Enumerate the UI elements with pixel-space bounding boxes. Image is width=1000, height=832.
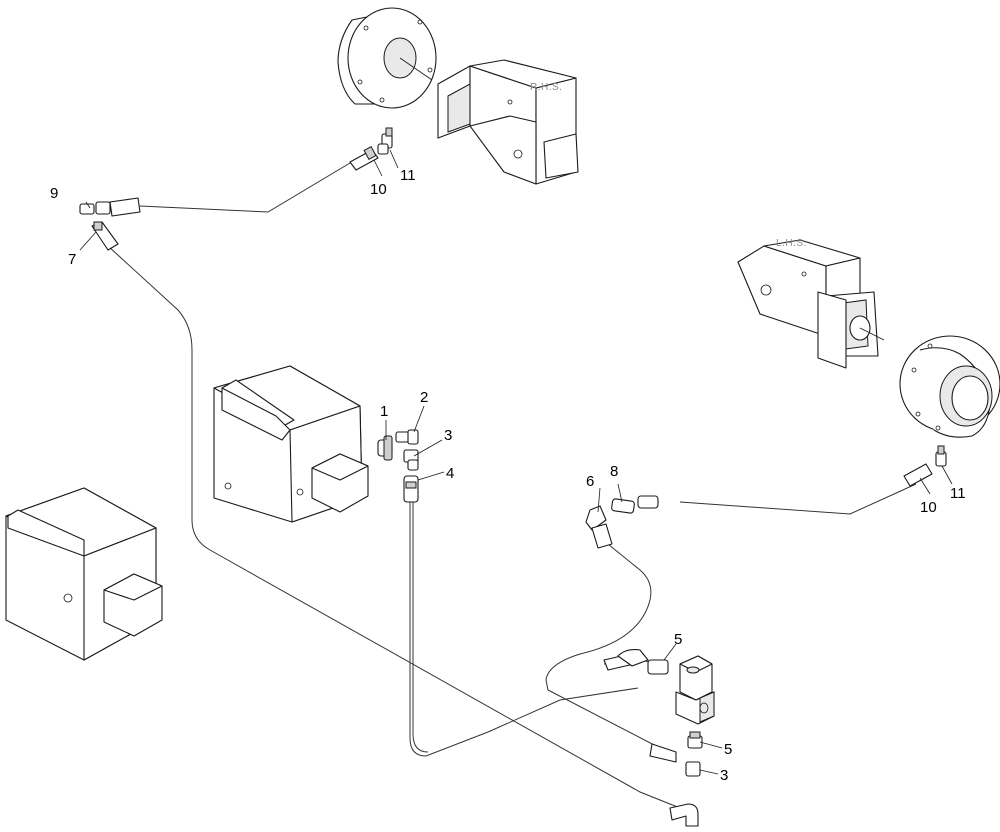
fitting-6 xyxy=(585,505,613,549)
callout-10-rhs: 10 xyxy=(370,181,387,198)
fitting-9 xyxy=(79,197,141,217)
center-valve-block xyxy=(213,365,369,523)
rhs-motor-body xyxy=(437,59,579,185)
fittings xyxy=(79,127,947,827)
fitting-8 xyxy=(611,495,659,514)
callout-11-lhs: 11 xyxy=(950,485,966,502)
callout-5-upper: 5 xyxy=(674,631,682,648)
fitting-elbow-bottom xyxy=(669,803,699,827)
hose-right-loop xyxy=(545,535,661,749)
hose-rhs-upper xyxy=(139,159,356,213)
fitting-1 xyxy=(377,435,393,461)
callout-numbers: 1 2 3 4 5 5 3 6 8 9 7 10 11 10 11 xyxy=(50,167,966,784)
rhs-hub-disc xyxy=(337,7,437,109)
callout-8: 8 xyxy=(610,463,618,480)
hose-center-drop xyxy=(409,502,639,757)
callout-2: 2 xyxy=(420,389,428,406)
fitting-3-lower xyxy=(649,743,701,777)
fitting-5-lower xyxy=(687,731,703,749)
lhs-hub-disc xyxy=(899,335,1000,438)
callout-5-lower: 5 xyxy=(724,741,732,758)
fitting-7 xyxy=(91,221,119,251)
callout-4: 4 xyxy=(446,465,454,482)
hose-center-return xyxy=(412,502,429,753)
lhs-label: L.H.S. xyxy=(776,238,807,249)
hose-left-long xyxy=(107,245,691,813)
fitting-11-rhs xyxy=(377,127,393,155)
fitting-3-center xyxy=(403,449,419,471)
left-valve-block xyxy=(5,487,163,661)
fitting-5-upper xyxy=(603,649,669,675)
callout-6: 6 xyxy=(586,473,594,490)
fitting-10-lhs xyxy=(903,463,933,487)
fitting-2 xyxy=(395,429,419,445)
fitting-4 xyxy=(403,475,419,503)
fitting-11-lhs xyxy=(935,445,947,467)
callout-3-lower: 3 xyxy=(720,767,728,784)
callout-11-rhs: 11 xyxy=(400,167,416,184)
fitting-10-rhs xyxy=(349,146,379,171)
rhs-label: R.H.S. xyxy=(530,82,562,93)
callout-7: 7 xyxy=(68,251,76,268)
lhs-motor-body xyxy=(737,239,885,369)
solenoid-valve xyxy=(675,655,715,725)
callout-9: 9 xyxy=(50,185,58,202)
callout-3-center: 3 xyxy=(444,427,452,444)
hose-lhs-upper xyxy=(679,483,917,515)
callout-10-lhs: 10 xyxy=(920,499,937,516)
callout-1: 1 xyxy=(380,403,388,420)
hose-lines xyxy=(107,159,917,813)
leader-lines xyxy=(79,149,953,775)
